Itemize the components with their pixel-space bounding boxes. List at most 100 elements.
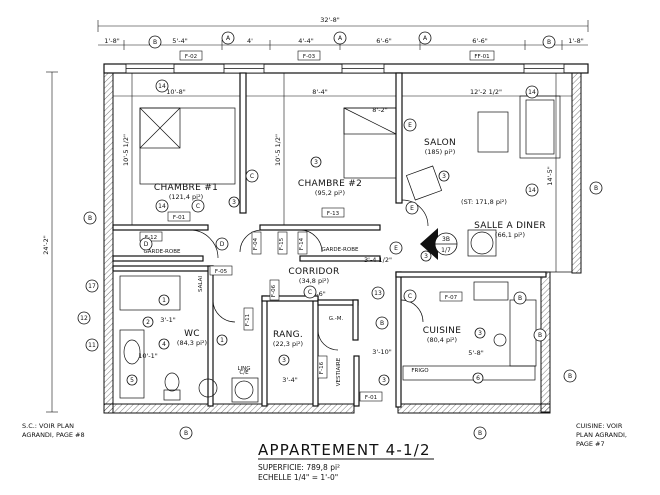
svg-text:10'-5 1/2": 10'-5 1/2" [274,134,282,166]
overall-height-label: 24'-2" [42,235,50,255]
svg-text:2: 2 [146,319,150,326]
bed-chambre-2 [343,107,397,179]
top-dim-4: 4'-4" [298,37,313,45]
svg-text:B: B [538,332,542,339]
svg-text:3: 3 [382,377,386,384]
note-left: S.C.: VOIR PLAN AGRANDI, PAGE #8 [22,422,85,439]
top-grid-bubbles: B A A A B [148,31,556,49]
svg-text:D: D [220,241,225,248]
svg-text:F-14: F-14 [299,237,305,250]
room-number-markers: 3 3 3 1 1 2 4 5 3 3 6 3 3 [126,156,486,386]
svg-text:E: E [408,122,412,129]
top-dim-1: 1'-8" [104,37,119,45]
room-cuisine-area: (80,4 pi²) [427,336,457,344]
svg-text:F-04: F-04 [253,237,259,250]
room-labels: CHAMBRE #1 (121,4 pi²) CHAMBRE #2 (95,2 … [144,138,546,386]
drawing-superficie: SUPERFICIE: 789,8 pi² [258,463,340,472]
top-dim-5: 6'-6" [376,37,391,45]
svg-text:12: 12 [80,315,88,322]
svg-text:C: C [196,203,200,210]
reference-bubbles: 14 14 14 14 B B C C E E E 17 C C B B D 1… [77,79,603,440]
room-wc-area: (84,3 pi²) [177,339,207,347]
svg-text:14: 14 [528,187,536,194]
svg-text:E: E [410,205,414,212]
drawing-title: APPARTEMENT 4-1/2 [258,441,431,459]
room-corridor-area: (34,8 pi²) [299,277,329,285]
svg-text:3'-4": 3'-4" [282,376,297,384]
door-swings [189,199,429,351]
svg-text:3: 3 [478,330,482,337]
svg-text:B: B [478,430,482,437]
svg-text:3: 3 [424,253,428,260]
svg-text:1: 1 [220,337,224,344]
overall-width-dimension: 32'-8" [97,16,589,32]
svg-text:3: 3 [232,199,236,206]
svg-text:14: 14 [158,83,166,90]
window-tags-top: F-02 F-03 FF-01 [179,50,495,61]
svg-text:B: B [568,373,572,380]
room-ling: LING [237,366,250,372]
top-segment-dimensions: 1'-8" 5'-4" 4' 4'-4" 6'-6" 6'-6" 1'-8" [98,37,588,50]
overall-height-dimension: 24'-2" [42,71,58,413]
top-dim-6: 6'-6" [472,37,487,45]
svg-text:B: B [518,295,522,302]
svg-text:B: B [547,39,551,46]
bathroom-fixtures [119,275,218,401]
svg-text:F-06: F-06 [271,284,277,297]
interior-walls [112,72,547,408]
svg-text:AGRANDI, PAGE #8: AGRANDI, PAGE #8 [22,431,85,439]
detail-marker: 3B 1/7 [420,228,458,260]
detail-marker-bottom: 1/7 [441,247,451,254]
room-salle-a-diner: SALLE A DINER [474,221,546,231]
room-salon-area: (185) pi²) [425,148,456,156]
svg-text:3'-4 1/2": 3'-4 1/2" [364,256,392,264]
svg-text:F-11: F-11 [245,314,251,326]
room-frigo: FRIGO [411,368,429,374]
interior-tags: F-01 F-13 F-14 F-04 F-15 F-05 F-06 F-11 … [139,207,463,402]
room-salai: SALAI [198,276,204,292]
svg-text:6: 6 [476,375,480,382]
svg-text:8'-2": 8'-2" [372,106,387,114]
svg-text:10'-8": 10'-8" [166,88,186,96]
svg-text:CUISINE: VOIR: CUISINE: VOIR [576,422,623,430]
svg-text:17: 17 [88,283,96,290]
room-wc: WC [184,329,200,339]
svg-text:F-12: F-12 [145,235,157,241]
svg-text:B: B [380,320,384,327]
svg-text:F-15: F-15 [279,237,285,250]
overall-width-label: 32'-8" [320,16,340,24]
room-salon-st-area: (ST: 171,8 pi²) [461,198,507,206]
svg-text:B: B [88,215,92,222]
svg-text:3: 3 [314,159,318,166]
svg-text:5'-8": 5'-8" [468,349,483,357]
svg-text:F-01: F-01 [365,395,377,401]
svg-text:C/E: C/E [239,370,249,376]
svg-text:F-07: F-07 [445,295,458,301]
svg-text:C: C [408,293,412,300]
svg-text:2'-6": 2'-6" [310,290,325,298]
svg-text:14: 14 [528,89,536,96]
salon-furniture [405,95,561,257]
washer-dryer: C/E [231,370,259,403]
svg-text:F-05: F-05 [215,269,228,275]
room-vestiaire: VESTIAIRE [336,357,342,386]
svg-text:FF-01: FF-01 [474,54,489,60]
svg-text:5: 5 [130,377,134,384]
svg-text:S.C.: VOIR PLAN: S.C.: VOIR PLAN [22,422,74,430]
svg-text:F-16: F-16 [319,361,325,374]
svg-text:3'-1": 3'-1" [160,316,175,324]
svg-text:13: 13 [374,290,382,297]
room-rang-area: (22,3 pi²) [273,340,303,348]
svg-text:3: 3 [442,173,446,180]
room-gm: G.-M. [329,316,344,322]
room-chambre-2: CHAMBRE #2 [298,179,362,189]
svg-text:A: A [338,35,343,42]
note-right: CUISINE: VOIR PLAN AGRANDI, PAGE #7 [576,422,627,448]
top-dim-3: 4' [247,37,253,45]
svg-text:B: B [594,185,598,192]
room-chambre-1-area: (121,4 pi²) [169,193,203,201]
svg-text:10'-1": 10'-1" [138,352,158,360]
svg-text:3'-10": 3'-10" [372,348,392,356]
drawing-scale: ECHELLE 1/4" = 1'-0" [258,473,338,482]
